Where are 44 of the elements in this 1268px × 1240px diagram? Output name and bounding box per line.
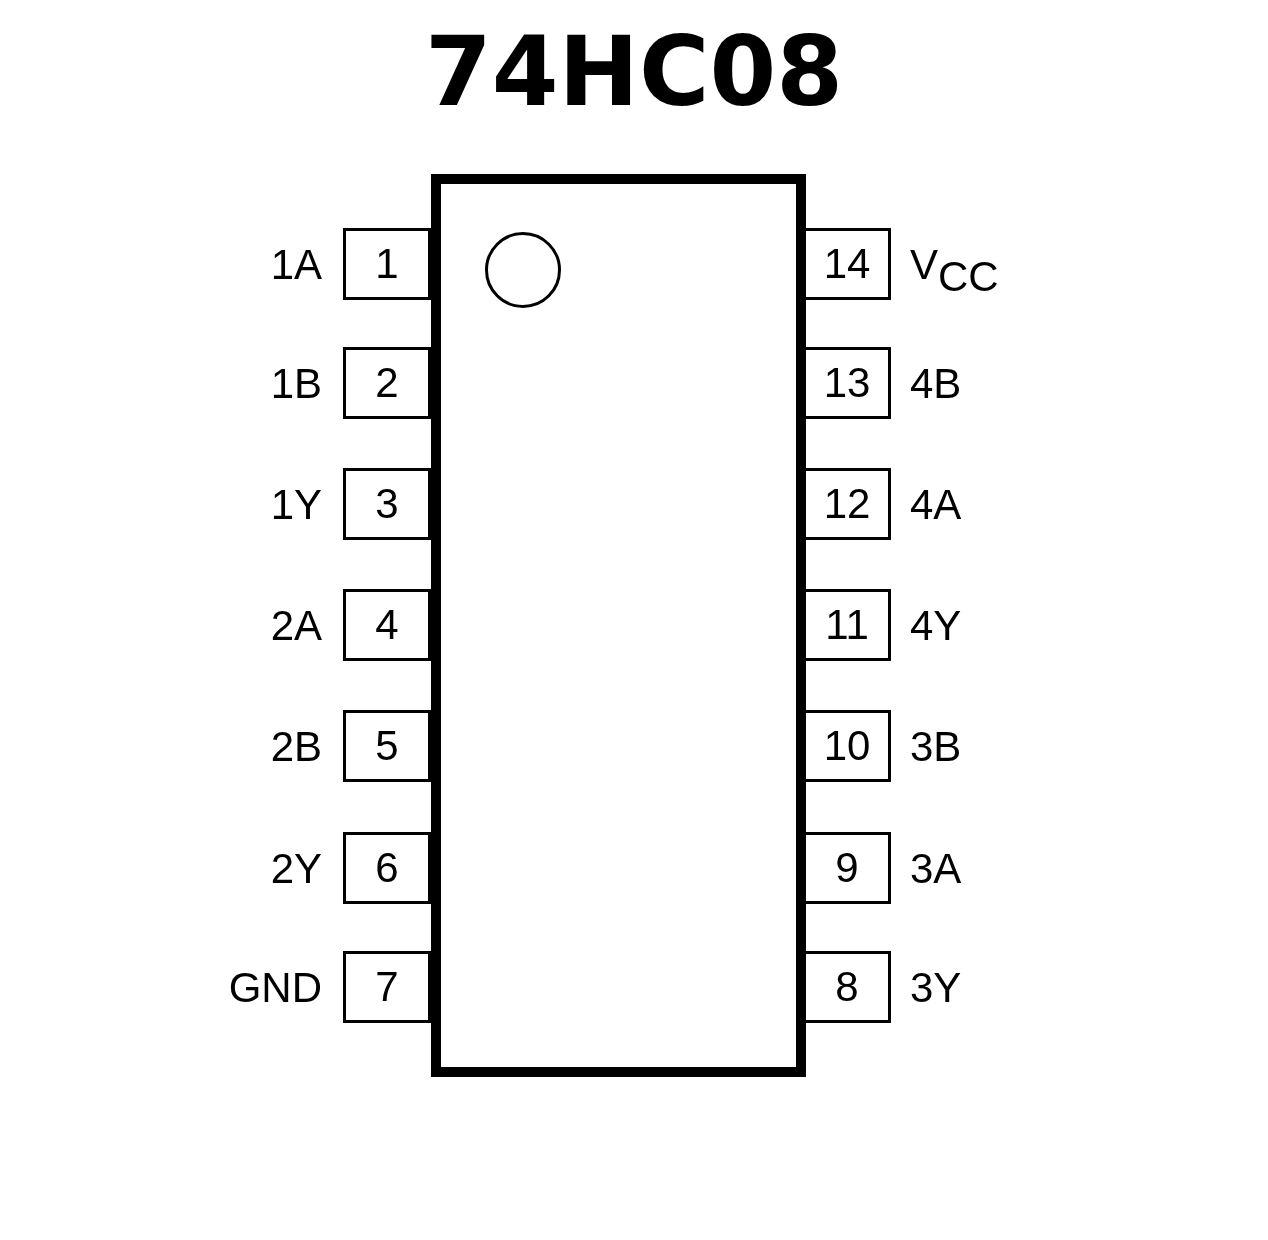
pin-number: 4 [375,601,399,649]
pin-number: 11 [825,601,869,649]
pin-box [343,228,431,300]
pin-name: 2Y [270,844,322,894]
pin-name: GND [228,963,322,1013]
pin-box [803,347,891,419]
pin-name: 3B [910,722,962,772]
pin-box [343,951,431,1023]
pin-box [803,589,891,661]
pin-number: 13 [823,359,871,407]
pin-name: 3Y [910,963,962,1013]
pin-box [803,710,891,782]
pin-number: 1 [375,240,399,288]
pin-number: 2 [375,359,399,407]
pin-box [343,589,431,661]
pin-name: 1Y [270,480,322,530]
ic-body [431,174,806,1077]
pin-number: 10 [823,722,871,770]
pin-number: 3 [375,480,399,528]
pin-name: 4B [910,359,962,409]
pin-number: 5 [375,722,399,770]
pin-box [803,228,891,300]
pin-number: 6 [375,844,399,892]
pin-number: 14 [823,240,871,288]
pin-name: 4A [910,480,962,530]
pin-box [343,468,431,540]
pin-box [803,951,891,1023]
pin-name: 4Y [910,601,962,651]
pin-box [343,347,431,419]
chip-title: 74HC08 [424,20,844,126]
pin-name: 2A [270,601,322,651]
pin-number: 9 [835,844,859,892]
pin-number: 7 [375,963,399,1011]
pin-name: 1B [270,359,322,409]
pin-box [803,468,891,540]
pin-one-notch [485,232,561,308]
pin-number: 12 [823,480,871,528]
pin-name: 2B [270,722,322,772]
pin-box [343,710,431,782]
pin-box [343,832,431,904]
pin-number: 8 [835,963,859,1011]
pin-name: 1A [270,240,322,290]
pin-box [803,832,891,904]
pin-name: 3A [910,844,962,894]
